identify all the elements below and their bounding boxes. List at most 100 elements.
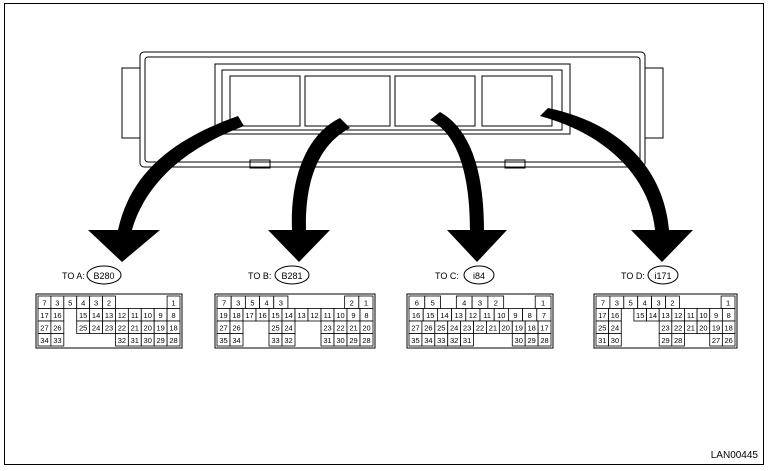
pin-number: 24 [450,324,458,333]
pin-cell [281,333,296,347]
pin-number: 30 [611,336,619,345]
pin-number: 21 [349,324,357,333]
pin-number: 13 [661,311,669,320]
connector-c-label: TO C: [435,271,459,281]
pin-number: 28 [540,336,548,345]
pin-number: 32 [284,336,292,345]
pin-number: 15 [79,311,87,320]
pin-number: 15 [636,311,644,320]
pin-number: 4 [462,299,466,308]
pin-number: 8 [171,311,175,320]
pin-number: 35 [219,336,227,345]
pin-number: 17 [245,311,253,320]
pin-number: 21 [687,324,695,333]
pin-number: 14 [440,311,448,320]
pin-number: 18 [725,324,733,333]
pin-cell [359,333,374,347]
pin-number: 26 [53,324,61,333]
pin-number: 3 [615,299,619,308]
pin-number: 22 [476,324,484,333]
pin-number: 10 [336,311,344,320]
connector-housing [406,293,554,349]
pin-number: 29 [661,336,669,345]
pin-number: 22 [118,324,126,333]
pin-number: 23 [323,324,331,333]
pin-number: 22 [674,324,682,333]
pin-number: 8 [528,311,532,320]
pin-number: 23 [463,324,471,333]
control-unit [121,51,664,169]
pin-number: 21 [131,324,139,333]
pin-number: 7 [542,311,546,320]
pin-number: 3 [236,299,240,308]
pin-number: 2 [350,299,354,308]
connector-b-code: B281 [281,271,302,281]
pin-number: 31 [463,336,471,345]
pin-cell [229,333,244,347]
pin-number: 35 [411,336,419,345]
pin-number: 21 [489,324,497,333]
pin-number: 9 [159,311,163,320]
pin-number: 14 [649,311,657,320]
pin-number: 34 [232,336,240,345]
pin-number: 28 [674,336,682,345]
pin-number: 31 [323,336,331,345]
pin-number: 3 [94,299,98,308]
pin-number: 13 [455,311,463,320]
pin-number: 23 [661,324,669,333]
pin-number: 20 [144,324,152,333]
pin-number: 31 [598,336,606,345]
pin-number: 12 [310,311,318,320]
pin-cell [608,333,622,347]
connector-b-code-oval [274,265,310,285]
pin-number: 6 [415,299,419,308]
connector-housing [35,293,183,349]
pin-number: 20 [362,324,370,333]
pin-number: 18 [527,324,535,333]
pin-number: 10 [144,311,152,320]
pin-number: 31 [131,336,139,345]
pin-number: 22 [336,324,344,333]
pin-number: 27 [411,324,419,333]
pin-number: 15 [271,311,279,320]
pin-number: 20 [502,324,510,333]
pin-number: 25 [437,324,445,333]
pin-number: 13 [105,311,113,320]
pin-number: 26 [424,324,432,333]
pin-number: 3 [478,299,482,308]
pin-number: 30 [336,336,344,345]
pin-number: 26 [725,336,733,345]
pin-number: 7 [601,299,605,308]
pin-number: 23 [105,324,113,333]
pin-number: 5 [431,299,435,308]
pin-number: 29 [527,336,535,345]
pin-number: 30 [144,336,152,345]
pin-number: 4 [265,299,269,308]
pin-number: 5 [250,299,254,308]
pin-number: 2 [670,299,674,308]
figure-id: LAN00445 [711,450,759,461]
pin-number: 28 [362,336,370,345]
pin-number: 14 [92,311,100,320]
connector-labels: TO A: B280 TO B: B281 TO C: i84 TO D: i1… [62,265,679,285]
pin-number: 3 [279,299,283,308]
pin-cell [721,333,736,347]
pin-number: 14 [284,311,292,320]
pin-number: 27 [40,324,48,333]
pin-number: 29 [349,336,357,345]
pin-number: 5 [68,299,72,308]
pin-number: 11 [687,311,695,320]
pin-number: 12 [118,311,126,320]
pin-number: 3 [656,299,660,308]
pin-number: 24 [611,324,619,333]
pin-number: 12 [469,311,477,320]
pin-number: 8 [727,311,731,320]
pin-number: 17 [598,311,606,320]
pin-number: 33 [437,336,445,345]
pin-number: 16 [412,311,420,320]
connector-b-label: TO B: [248,271,271,281]
pin-number: 10 [699,311,707,320]
connector-a-label: TO A: [62,271,85,281]
pin-number: 19 [712,324,720,333]
